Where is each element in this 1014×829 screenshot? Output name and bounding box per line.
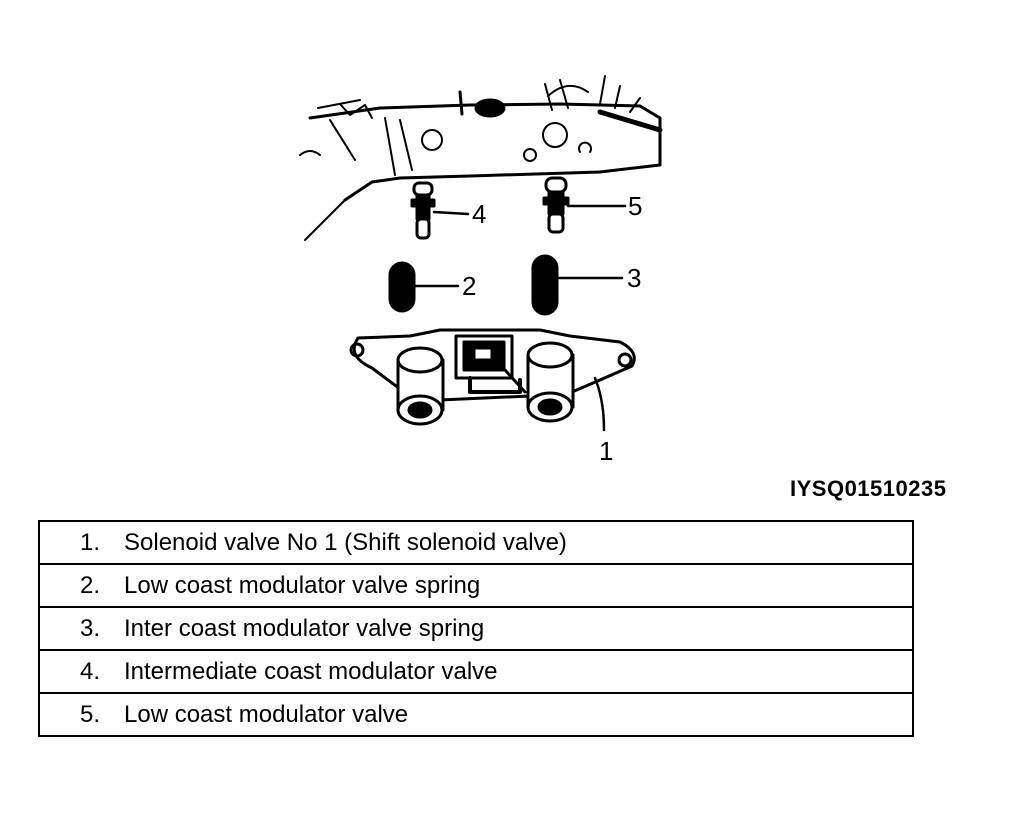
valve-body [299, 75, 663, 241]
callout-5: 5 [628, 191, 642, 221]
legend-cell: 1. Solenoid valve No 1 (Shift solenoid va… [38, 520, 914, 565]
solenoid-assembly-diagram: 1 2 3 4 5 [299, 75, 663, 466]
figure-id: IYSQ01510235 [790, 476, 947, 501]
callout-1: 1 [599, 436, 613, 466]
legend-cell: 5. Low coast modulator valve [38, 692, 914, 737]
intermediate-coast-modulator-valve [410, 181, 436, 240]
legend-text: Low coast modulator valve spring [124, 571, 481, 599]
low-coast-modulator-valve [542, 176, 570, 234]
legend-cell: 4. Intermediate coast modulator valve [38, 649, 914, 694]
low-coast-modulator-valve-spring [388, 261, 416, 313]
legend-number: 1. [79, 528, 100, 556]
legend-text: Solenoid valve No 1 (Shift solenoid valv… [124, 528, 567, 556]
legend-row: 5. Low coast modulator valve [38, 692, 914, 737]
legend-number: 2. [79, 571, 100, 599]
legend-text: Intermediate coast modulator valve [124, 657, 498, 685]
legend-cell: 3. Inter coast modulator valve spring [38, 606, 914, 651]
legend-row: 2. Low coast modulator valve spring [38, 563, 914, 608]
legend-number: 5. [79, 700, 100, 728]
legend-text: Low coast modulator valve [124, 700, 409, 728]
legend-number: 4. [79, 657, 100, 685]
legend-row: 1. Solenoid valve No 1 (Shift solenoid va… [38, 520, 914, 565]
callout-2: 2 [462, 271, 476, 301]
inter-coast-modulator-valve-spring [531, 254, 559, 316]
legend-cell: 2. Low coast modulator valve spring [38, 563, 914, 608]
parts-legend-table: 1. Solenoid valve No 1 (Shift solenoid va… [38, 520, 914, 737]
legend-text: Inter coast modulator valve spring [124, 614, 485, 642]
legend-row: 3. Inter coast modulator valve spring [38, 606, 914, 651]
solenoid-valve-no-1 [349, 328, 636, 426]
leader-lines [413, 204, 627, 432]
callout-3: 3 [627, 263, 641, 293]
callout-4: 4 [472, 199, 486, 229]
legend-number: 3. [79, 614, 100, 642]
legend-row: 4. Intermediate coast modulator valve [38, 649, 914, 694]
